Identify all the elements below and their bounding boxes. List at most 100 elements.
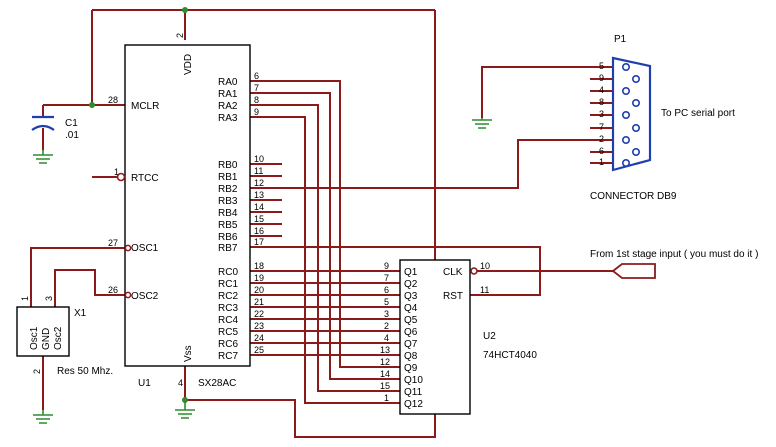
ra1-wire [250, 92, 400, 380]
x1-pin1: 1 [20, 296, 30, 301]
input-arrow-icon [611, 263, 656, 279]
p1-pin-1: 1 [599, 157, 604, 167]
u2-q4-label: Q4 [404, 303, 418, 314]
x1-osc2-label: Osc2 [53, 326, 64, 350]
ground-icon [33, 410, 53, 424]
u2-q2-label: Q2 [404, 279, 418, 290]
u1-vss-label: Vss [183, 345, 194, 362]
ground-icon [175, 400, 195, 419]
osc2-wire [54, 269, 125, 307]
db9-pin-4-dot [621, 87, 630, 96]
x1-ref-label: X1 [74, 308, 87, 319]
u1-pin-ra3: 9 [254, 107, 259, 117]
u1-ra2-label: RA2 [218, 101, 238, 112]
p1-pin-8: 8 [599, 97, 604, 107]
u1-pin-rb2: 12 [254, 178, 264, 188]
u1-rc3-label: RC3 [218, 303, 238, 314]
u1-pin-rc1: 19 [254, 273, 264, 283]
u1-rc2-label: RC2 [218, 291, 238, 302]
u1-rb0-label: RB0 [218, 160, 238, 171]
u1-mclr-label: MCLR [131, 101, 159, 112]
u1-pin-rb4: 14 [254, 202, 264, 212]
u2-q9-label: Q9 [404, 363, 418, 374]
u1-pin-ra2: 8 [254, 95, 259, 105]
u1-rc4-label: RC4 [218, 315, 238, 326]
u1-rc7-label: RC7 [218, 351, 238, 362]
u1-rtcc-label: RTCC [131, 173, 159, 184]
db9-pin-9-dot [631, 75, 640, 84]
u2-q5-label: Q5 [404, 315, 418, 326]
u2-clk-label: CLK [443, 267, 463, 278]
junctions [89, 7, 188, 403]
u2-pin-q8: 13 [380, 345, 390, 355]
u1-osc2-label: OSC2 [131, 291, 159, 302]
x1-osc1-label: Osc1 [29, 326, 40, 350]
u2-chip: Q1 Q2 Q3 Q4 Q5 Q6 Q7 Q8 Q9 Q10 Q11 Q12 C… [380, 259, 537, 415]
u1-pin-rtcc: 1 [114, 167, 119, 177]
p1-pin-4: 4 [599, 85, 604, 95]
u1-rb1-label: RB1 [218, 172, 238, 183]
db9-pin-3-dot [621, 111, 630, 120]
p1-pin-7: 7 [599, 122, 604, 132]
u1-rc1-label: RC1 [218, 279, 238, 290]
u2-pin-q7: 4 [384, 333, 389, 343]
u2-q12-label: Q12 [404, 399, 423, 410]
junction-dot [182, 7, 188, 13]
p1-name-label: CONNECTOR DB9 [590, 191, 677, 202]
u2-q7-label: Q7 [404, 339, 418, 350]
u1-rb6-label: RB6 [218, 232, 238, 243]
rb2-wire [250, 139, 613, 189]
p1-pin-5: 5 [599, 61, 604, 71]
u1-chip: VDD Vss 2 4 MCLR RTCC OSC1 OSC2 28 1 27 … [108, 33, 264, 389]
u2-q11-label: Q11 [404, 387, 423, 398]
ra3-wire [250, 116, 400, 404]
osc2-pin-bubble [124, 291, 132, 299]
u1-rb7-label: RB7 [218, 243, 238, 254]
osc1-wire [30, 247, 125, 307]
u1-body [124, 44, 251, 367]
u1-pin-rc5: 23 [254, 321, 264, 331]
ground-icon [472, 118, 492, 129]
u1-pin-osc1: 27 [108, 238, 118, 248]
db9-pin-7-dot [631, 124, 640, 133]
u1-vdd-label: VDD [183, 54, 194, 75]
clk-inversion-bubble [470, 267, 478, 275]
u2-pin-q12: 1 [384, 393, 389, 403]
u2-pin-q4: 5 [384, 297, 389, 307]
db9-pin-8-dot [631, 99, 640, 108]
rc-bus-wires [250, 270, 400, 356]
u1-pin-ra0: 6 [254, 71, 259, 81]
db9-gnd-wire [481, 66, 613, 118]
ground-icon [33, 150, 53, 164]
u1-rb2-label: RB2 [218, 184, 238, 195]
u2-pin-q5: 3 [384, 309, 389, 319]
u1-rc5-label: RC5 [218, 327, 238, 338]
u2-pin-clk: 10 [480, 261, 490, 271]
db9-pin-2-dot [621, 136, 630, 145]
u2-ref-label: U2 [483, 331, 496, 342]
u2-body [399, 259, 471, 415]
u1-pin-rc3: 21 [254, 297, 264, 307]
db9-pin-1-dot [621, 159, 630, 168]
u2-q6-label: Q6 [404, 327, 418, 338]
wires [30, 8, 613, 438]
u2-pin-q10: 14 [380, 369, 390, 379]
u1-ra3-label: RA3 [218, 113, 238, 124]
u2-pin-rst: 11 [480, 285, 489, 295]
u1-ref-label: U1 [138, 378, 151, 389]
u1-rb5-label: RB5 [218, 220, 238, 231]
db9-pin-6-dot [631, 148, 640, 157]
u2-pin-q3: 6 [384, 285, 389, 295]
u1-pin-rc4: 22 [254, 309, 264, 319]
p1-ref-label: P1 [614, 34, 627, 45]
x1-pin2: 2 [32, 369, 42, 374]
capacitor-plate [31, 124, 55, 131]
u2-q8-label: Q8 [404, 351, 418, 362]
x1-pin3: 3 [44, 296, 54, 301]
u2-pin-q2: 7 [384, 273, 389, 283]
p1-note-label: To PC serial port [661, 108, 735, 119]
ground-symbols [33, 118, 492, 424]
u1-pin-vdd: 2 [175, 33, 185, 38]
u1-pin-vss: 4 [178, 378, 183, 388]
